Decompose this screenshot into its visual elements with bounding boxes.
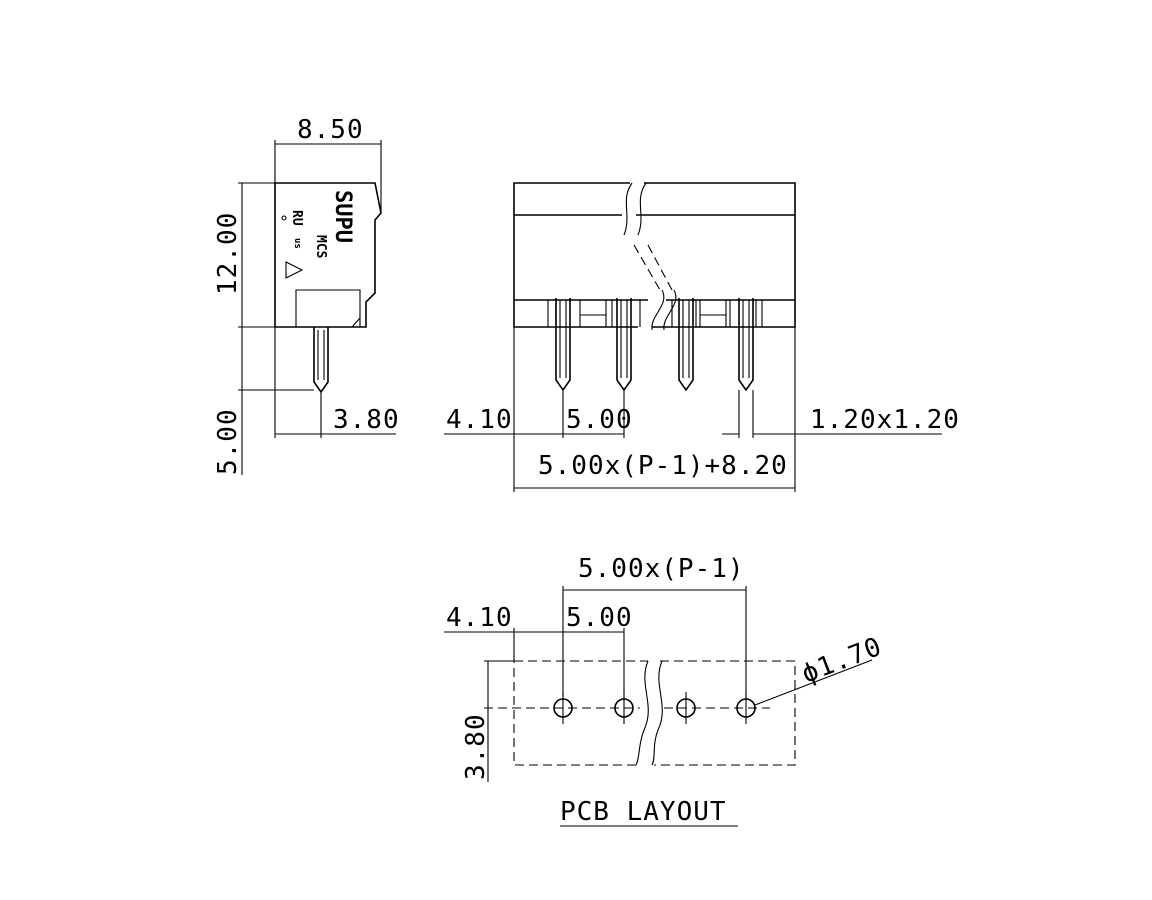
pcb-layout: 5.00x(P-1) 4.10 5.00 ϕ1.70 3.80 PCB LAYO… [444,554,886,827]
model-text: MCS [313,235,328,259]
break-dashed [647,244,673,291]
break-dashed [633,244,661,291]
pcb-layout-title: PCB LAYOUT [560,797,727,827]
side-body-chamfer [351,317,361,328]
break-curve [663,289,677,331]
front-pin-3 [678,298,694,392]
break-curve [651,289,665,331]
front-slots [547,300,763,327]
cert-sub-text: us [292,238,302,249]
front-body-right [644,182,796,328]
side-body-step [295,289,361,327]
front-pin-1 [555,298,571,392]
slot-1 [547,300,613,327]
front-pin-2 [616,298,632,392]
side-pin-offset-label: 3.80 [333,405,400,435]
pcb-pitch-label: 5.00 [566,603,633,633]
cert-mark-text: RU [289,210,304,226]
pcb-row-label: 3.80 [461,713,491,780]
pcb-break-curve [635,660,649,766]
front-pitch-label: 5.00 [566,405,633,435]
pcb-hole-label: ϕ1.70 [798,632,887,690]
side-width-label: 8.50 [297,115,364,145]
break-curve [623,182,633,236]
hole-leader-line [754,659,873,706]
side-pin-length-label: 5.00 [213,408,243,475]
front-pin-4 [738,298,754,392]
side-body-outline [274,182,382,328]
warning-triangle-icon [285,261,304,279]
front-overall-label: 5.00x(P-1)+8.20 [538,451,788,481]
pcb-span-label: 5.00x(P-1) [578,554,745,584]
front-pin-size-label: 1.20x1.20 [810,405,960,435]
slot-2 [639,300,763,327]
pcb-break-curve [651,660,663,766]
front-edge-label: 4.10 [446,405,513,435]
side-view: SUPU MCS RU us 8.50 12.00 5.00 3.80 [213,115,400,475]
pcb-outline-left [513,661,636,766]
break-curve [637,182,647,236]
pcb-outline-right [654,660,796,766]
front-view: 4.10 5.00 1.20x1.20 5.00x(P-1)+8.20 [444,182,960,492]
pcb-edge-label: 4.10 [446,603,513,633]
front-pins [555,298,754,392]
side-pin [313,327,329,394]
side-height-label: 12.00 [213,212,243,295]
front-body-left [513,182,638,328]
cert-dot [281,215,287,221]
brand-logo-text: SUPU [330,190,355,243]
